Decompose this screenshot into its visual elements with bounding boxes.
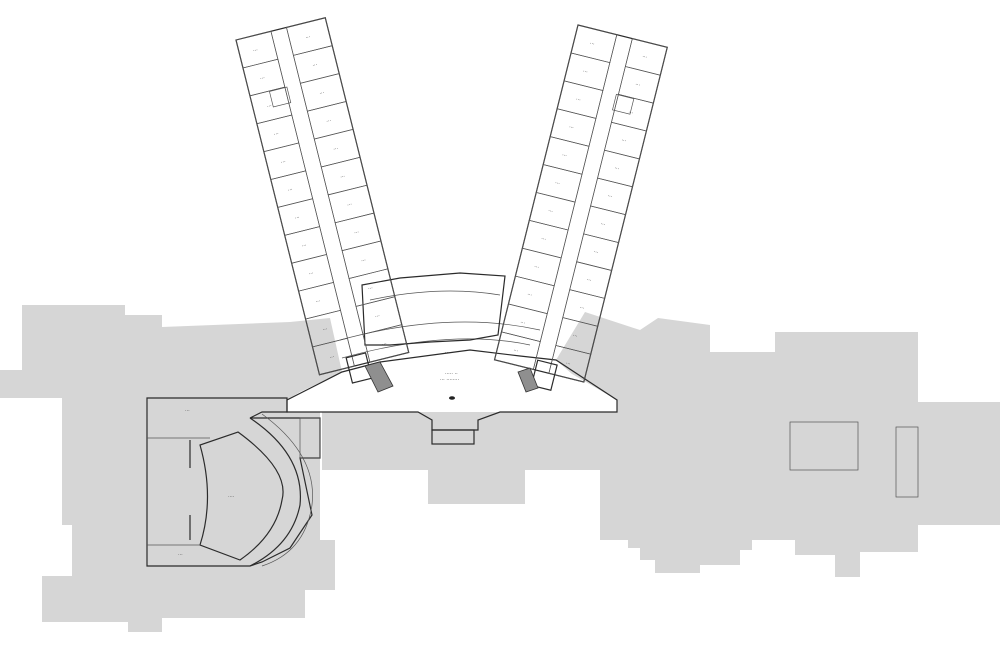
- left-lobby-stair: [364, 361, 394, 393]
- wing-room-label: ···: [628, 110, 634, 117]
- wing-room-label: ···: [329, 354, 335, 361]
- wing-room-label: ···: [621, 138, 627, 145]
- wing-room-label: ···: [287, 187, 293, 194]
- wing-room-label: ···: [308, 271, 314, 278]
- wing-room-label: ···: [253, 47, 259, 54]
- wing-room-label: ···: [579, 305, 585, 312]
- east-room-outline-2: [895, 426, 919, 498]
- wing-room-label: ···: [326, 118, 332, 125]
- wing-room: [494, 331, 541, 370]
- right-wing-stair-lower: [530, 359, 558, 392]
- wing-room-label: ···: [301, 243, 307, 250]
- wing-room-label: ···: [319, 90, 325, 97]
- left-wing-rooms: ··· ··· ··· ··· ··· ··· ··· ··· ··· ··· ··· ··· ··· ·…: [235, 17, 410, 376]
- wing-room-label: ···: [614, 166, 620, 173]
- wing-room-label: ···: [554, 180, 560, 187]
- wing-room-label: ···: [312, 62, 318, 69]
- wing-room: [362, 324, 410, 363]
- wing-room-label: ···: [607, 193, 613, 200]
- wing-room-label: ···: [533, 264, 539, 271]
- wing-room-label: ···: [333, 146, 339, 153]
- wing-room: [548, 345, 592, 383]
- wing-room-label: ···: [266, 103, 272, 110]
- wing-room: [312, 337, 355, 376]
- wing-room-label: ···: [526, 292, 532, 299]
- wing-room-label: ···: [347, 202, 353, 209]
- right-lobby-stair: [517, 367, 539, 393]
- wing-room-label: ···: [368, 285, 374, 292]
- wing-room-label: ···: [635, 82, 641, 89]
- wing-room-label: ···: [561, 152, 567, 159]
- wing-room-label: ···: [260, 75, 266, 82]
- wing-room-label: ···: [540, 236, 546, 243]
- wing-room-label: ···: [589, 41, 595, 48]
- right-wing-rooms: ··· ··· ··· ··· ··· ··· ··· ··· ··· ··· ··· ··· ··· ·…: [494, 24, 668, 383]
- wing-room-label: ···: [568, 125, 574, 132]
- lobby-marker: [449, 396, 455, 400]
- central-connector: [361, 272, 506, 346]
- left-wing: ··· ··· ··· ··· ··· ··· ··· ··· ··· ··· ··· ··· ··· ·…: [235, 17, 410, 384]
- lobby-entrance-vestibule: [431, 429, 475, 445]
- west-grey-area: [0, 305, 342, 632]
- wing-room-label: ···: [520, 320, 526, 327]
- wing-room-label: ···: [375, 313, 381, 320]
- wing-room-label: ···: [513, 348, 519, 355]
- grey-area: [0, 305, 1000, 632]
- right-wing: ··· ··· ··· ··· ··· ··· ··· ··· ··· ··· ··· ··· ··· ·…: [493, 24, 668, 392]
- wing-room-label: ···: [565, 361, 571, 368]
- svg-text:··· ········: ··· ········: [440, 377, 459, 383]
- auditorium: ··· ···· ···: [146, 397, 321, 567]
- wing-room-label: ···: [294, 215, 300, 222]
- wing-room-label: ···: [600, 221, 606, 228]
- wing-room-label: ···: [340, 174, 346, 181]
- wing-room-label: ···: [273, 131, 279, 138]
- wing-room-label: ···: [586, 277, 592, 284]
- wing-room-label: ···: [575, 97, 581, 104]
- wing-room-label: ···: [322, 326, 328, 333]
- svg-text:···: ···: [178, 552, 183, 558]
- right-wing-stair-upper: [612, 93, 635, 115]
- svg-text:···: ···: [185, 408, 190, 414]
- wing-room-label: ···: [547, 208, 553, 215]
- svg-text:····· ··: ····· ··: [445, 371, 458, 377]
- svg-text:···: ···: [445, 350, 450, 356]
- wing-room-label: ···: [582, 69, 588, 76]
- wing-room-label: ···: [593, 249, 599, 256]
- wing-room-label: ···: [641, 54, 647, 61]
- svg-text:····: ····: [228, 494, 235, 500]
- east-grey-area: [322, 312, 1000, 577]
- wing-room-label: ···: [572, 333, 578, 340]
- auditorium-side-room: [299, 417, 321, 459]
- wing-room-label: ···: [361, 257, 367, 264]
- wing-room-label: ···: [305, 34, 311, 41]
- left-wing-stair-upper: [269, 86, 292, 108]
- east-room-outline-1: [789, 421, 859, 471]
- wing-room-label: ···: [280, 159, 286, 166]
- wing-room-label: ···: [354, 230, 360, 237]
- wing-room-label: ···: [381, 341, 387, 348]
- wing-room-label: ···: [315, 298, 321, 305]
